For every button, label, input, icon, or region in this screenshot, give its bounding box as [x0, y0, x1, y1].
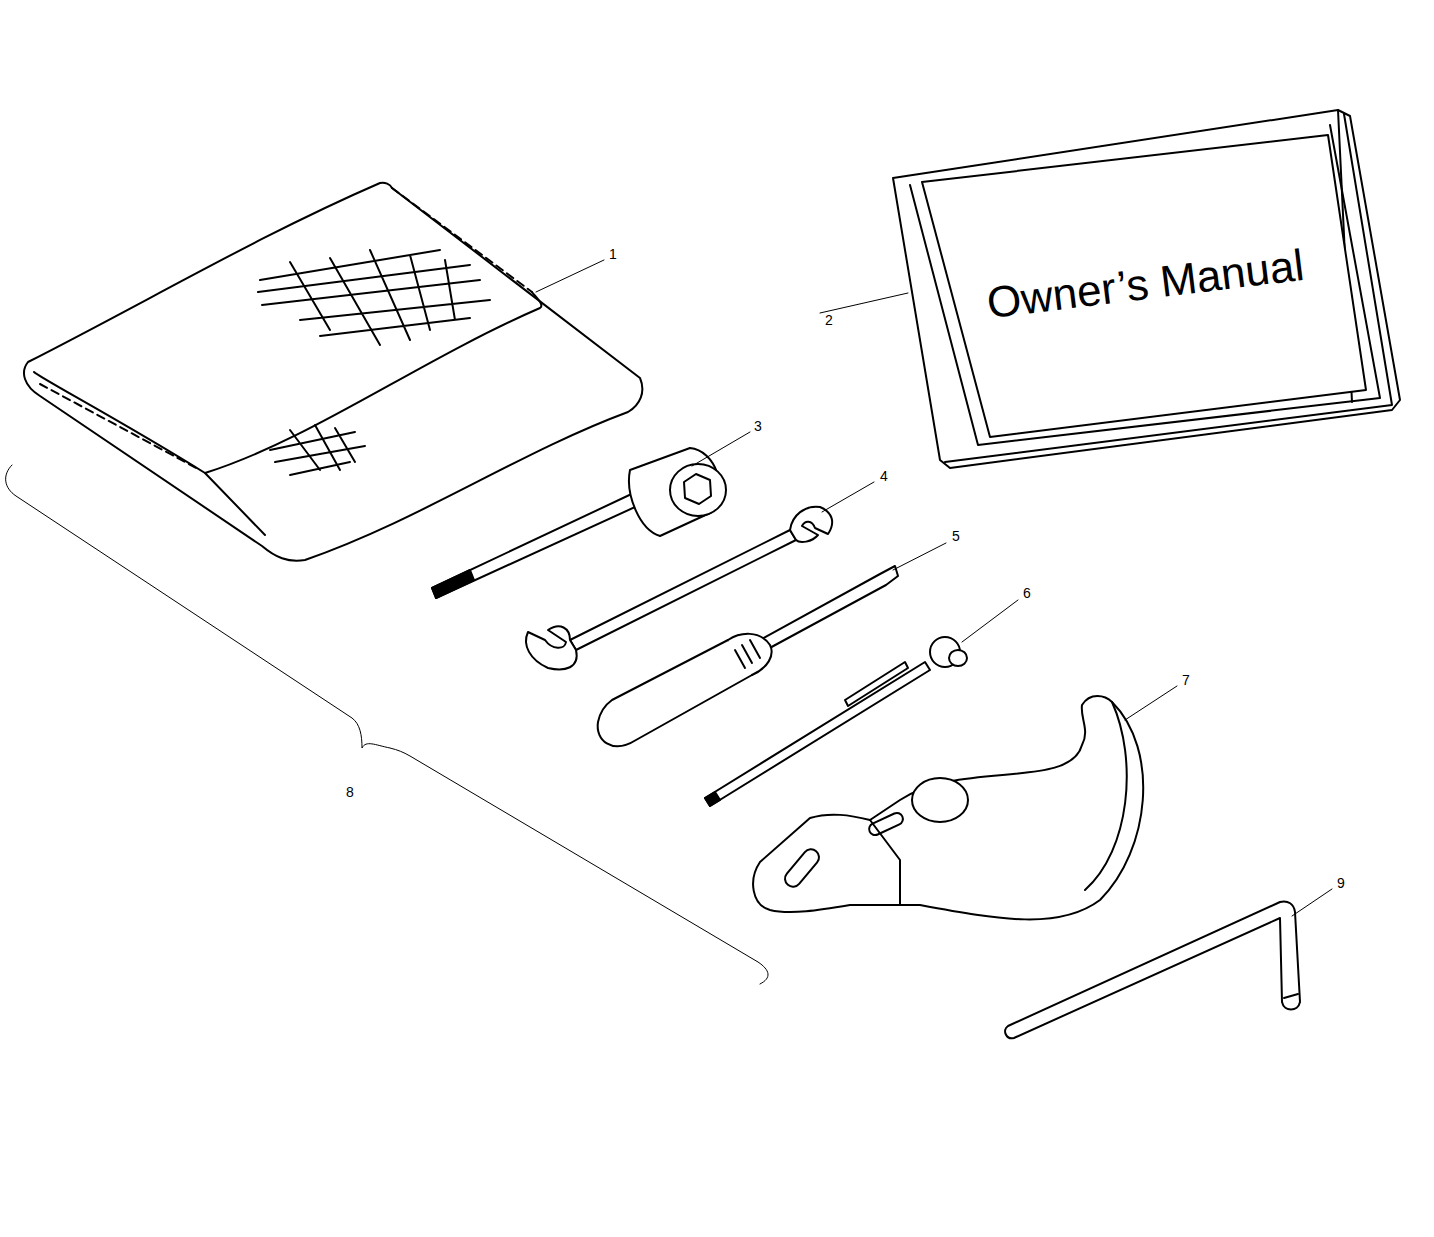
callout-number: 5 — [952, 529, 960, 543]
owners-manual-book — [893, 110, 1400, 468]
callout-number: 2 — [825, 313, 833, 327]
callout-number: 1 — [609, 247, 617, 261]
hex-key — [1005, 901, 1300, 1038]
callout-number: 8 — [346, 785, 354, 799]
hook-spanner — [753, 696, 1143, 919]
callout-number: 3 — [754, 419, 762, 433]
open-end-wrench — [526, 507, 832, 670]
callout-number: 6 — [1023, 586, 1031, 600]
callout-number: 7 — [1182, 673, 1190, 687]
screwdriver — [598, 566, 898, 746]
tool-pouch — [24, 183, 642, 561]
leader-lines — [536, 260, 1332, 916]
group-bracket — [6, 465, 768, 984]
socket-wrench — [432, 448, 726, 598]
callout-number: 4 — [880, 469, 888, 483]
callout-number: 9 — [1337, 876, 1345, 890]
